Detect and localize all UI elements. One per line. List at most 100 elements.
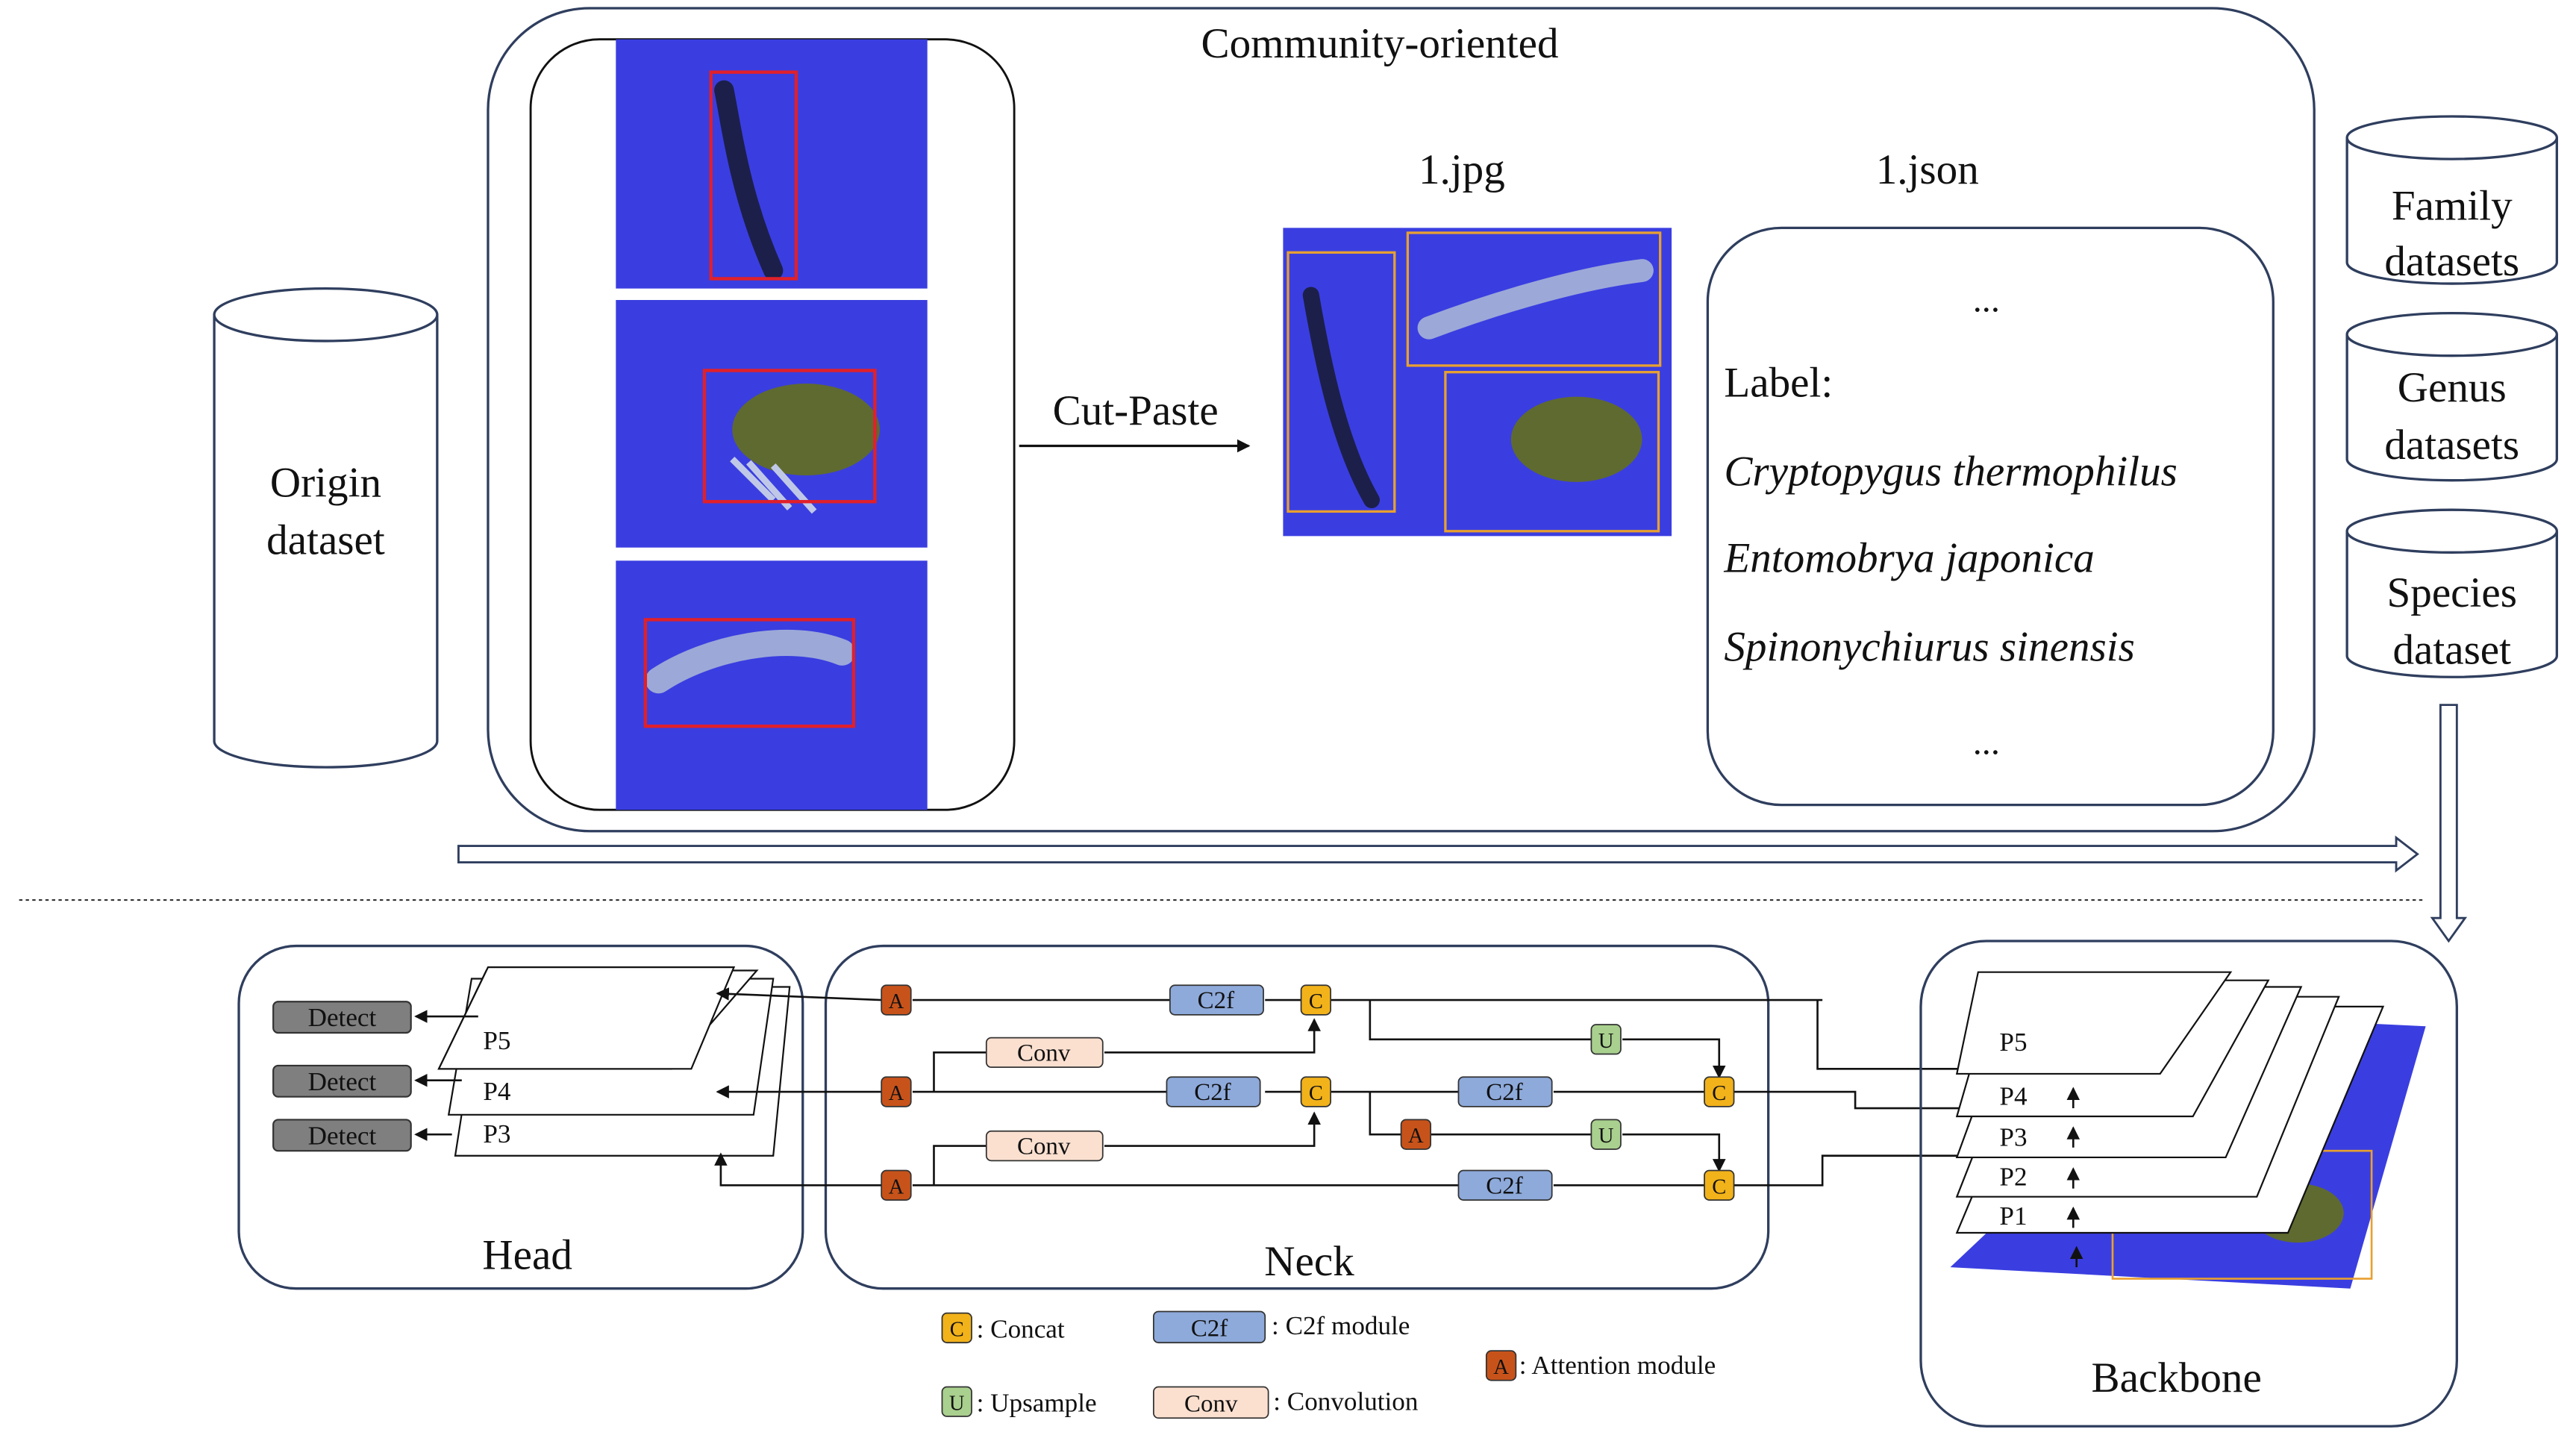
origin-dataset-cylinder: Origin dataset xyxy=(213,287,439,769)
detect-box-p3: Detect xyxy=(272,1119,412,1152)
bbox-source xyxy=(709,70,798,281)
legend-text: : Upsample xyxy=(977,1388,1097,1417)
backbone-level-p4: P4 xyxy=(1999,1082,2028,1111)
concat-symbol: C xyxy=(1309,1082,1323,1105)
legend-item-upsample: U : Upsample xyxy=(941,1386,1097,1417)
genus-datasets-label-2: datasets xyxy=(2384,422,2519,469)
flow-arrow-right xyxy=(457,835,2419,873)
detect-box-p5: Detect xyxy=(272,1001,412,1034)
conv-label: Conv xyxy=(1017,1134,1071,1160)
c2f-label: C2f xyxy=(1198,987,1234,1014)
backbone-title: Backbone xyxy=(2091,1354,2261,1401)
attention-symbol: A xyxy=(889,1175,904,1198)
source-image-1 xyxy=(616,39,928,289)
neck-connections xyxy=(714,987,1964,1187)
specimen-mottled xyxy=(732,384,880,476)
legend-symbol: C2f xyxy=(1191,1315,1228,1342)
legend-text: : Attention module xyxy=(1519,1351,1716,1380)
attention-module: A xyxy=(881,1169,912,1201)
legend-text: : Concat xyxy=(977,1315,1065,1344)
upsample-module: U xyxy=(1590,1024,1622,1055)
backbone-level-p1: P1 xyxy=(1999,1201,2027,1231)
upsample-module: U xyxy=(1590,1119,1622,1150)
flow-arrow-down xyxy=(2430,704,2468,943)
head-level-p3: P3 xyxy=(483,1119,510,1148)
specimen-dark xyxy=(714,80,784,281)
origin-dataset-label-2: dataset xyxy=(266,517,385,564)
backbone-box xyxy=(1919,940,2458,1428)
legend-item-conv: Conv : Convolution xyxy=(1152,1386,1419,1419)
genus-datasets-cylinder: Genus datasets xyxy=(2345,311,2558,482)
family-datasets-cylinder: Family datasets xyxy=(2345,115,2558,285)
conv-module: Conv xyxy=(985,1130,1104,1162)
legend-text: : C2f module xyxy=(1272,1311,1410,1340)
specimen-pale xyxy=(645,629,856,694)
pasted-composite-image xyxy=(1283,228,1672,537)
head-feature-planes: P5 P4 P3 xyxy=(437,966,791,1157)
bbox-source xyxy=(643,618,856,728)
legend-text: : Convolution xyxy=(1273,1387,1419,1416)
attention-symbol: A xyxy=(1408,1125,1424,1148)
json-ellipsis-bottom: ... xyxy=(1973,723,2000,763)
attention-module: A xyxy=(1400,1119,1432,1150)
bbox-pasted xyxy=(1444,371,1660,533)
concat-symbol: C xyxy=(1309,990,1323,1013)
c2f-module: C2f xyxy=(1166,1076,1261,1107)
neck-title: Neck xyxy=(1264,1238,1354,1285)
species-label-1: Cryptopygus thermophilus xyxy=(1724,448,2178,495)
concat-symbol: C xyxy=(1712,1175,1726,1198)
backbone-level-p5: P5 xyxy=(1999,1028,2027,1057)
json-annotation-box xyxy=(1706,226,2275,807)
backbone-level-p2: P2 xyxy=(1999,1162,2027,1191)
genus-datasets-label-1: Genus xyxy=(2398,364,2507,411)
backbone-up-arrows xyxy=(2066,1087,2083,1268)
c2f-module: C2f xyxy=(1457,1076,1553,1107)
species-dataset-label-1: Species xyxy=(2387,569,2517,616)
legend-item-attention: A : Attention module xyxy=(1485,1350,1716,1381)
neck-box xyxy=(824,944,1770,1290)
legend-item-concat: C : Concat xyxy=(941,1312,1065,1344)
conv-label: Conv xyxy=(1017,1040,1071,1066)
legend-symbol: A xyxy=(1493,1356,1509,1379)
attention-symbol: A xyxy=(889,1082,904,1105)
head-level-p5: P5 xyxy=(483,1026,510,1055)
backbone-level-p3: P3 xyxy=(1999,1123,2027,1152)
c2f-module: C2f xyxy=(1169,984,1264,1016)
bbox-pasted xyxy=(1406,231,1662,367)
upsample-symbol: U xyxy=(1598,1030,1614,1053)
bbox-pasted xyxy=(1287,251,1396,513)
concat-module: C xyxy=(1300,1076,1331,1107)
json-file-label: 1.json xyxy=(1876,146,1979,193)
species-dataset-label-2: dataset xyxy=(2392,627,2511,674)
attention-module: A xyxy=(881,984,912,1016)
detect-label: Detect xyxy=(308,1067,377,1096)
cut-paste-label: Cut-Paste xyxy=(1053,387,1219,434)
json-ellipsis-top: ... xyxy=(1973,280,2000,319)
c2f-label: C2f xyxy=(1486,1172,1522,1199)
family-datasets-label-1: Family xyxy=(2392,182,2513,229)
legend-symbol: C xyxy=(950,1318,964,1341)
image-file-label: 1.jpg xyxy=(1419,146,1505,193)
family-datasets-label-2: datasets xyxy=(2384,238,2519,285)
backbone-feature-planes: P5 P4 P3 P2 P1 xyxy=(1955,971,2385,1268)
community-oriented-title: Community-oriented xyxy=(1201,20,1559,67)
c2f-module: C2f xyxy=(1457,1169,1553,1201)
detect-label: Detect xyxy=(308,1003,377,1032)
concat-module: C xyxy=(1704,1076,1735,1107)
c2f-label: C2f xyxy=(1194,1079,1231,1106)
legend-symbol: Conv xyxy=(1184,1390,1238,1417)
community-oriented-box xyxy=(487,7,2316,833)
legend: C : Concat C2f : C2f module A : Attentio… xyxy=(941,1310,1716,1419)
legend-symbol: U xyxy=(949,1392,965,1415)
origin-dataset-label-1: Origin xyxy=(270,460,381,507)
bbox-source xyxy=(702,369,877,504)
concat-module: C xyxy=(1704,1169,1735,1201)
detect-label: Detect xyxy=(308,1121,377,1150)
source-image-2 xyxy=(616,300,928,548)
source-image-3 xyxy=(616,560,928,810)
head-box xyxy=(237,944,804,1290)
concat-module: C xyxy=(1300,984,1331,1016)
detect-box-p4: Detect xyxy=(272,1064,412,1098)
attention-module: A xyxy=(881,1076,912,1107)
